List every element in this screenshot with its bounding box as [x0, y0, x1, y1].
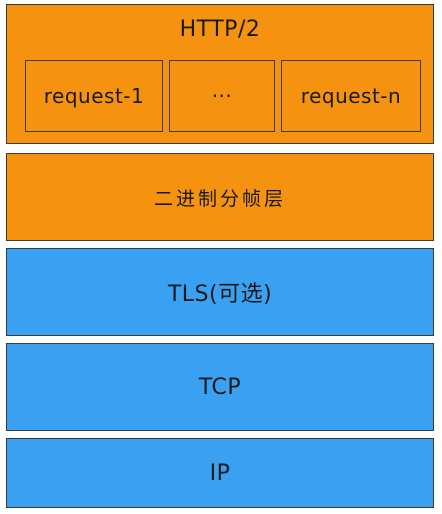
tls-layer: TLS(可选) — [6, 248, 434, 336]
binary-framing-layer: 二进制分帧层 — [6, 153, 434, 241]
request-box: request-n — [281, 60, 421, 132]
request-box: request-1 — [25, 60, 163, 132]
http2-layer: HTTP/2 request-1 ··· request-n — [6, 4, 434, 144]
http2-title: HTTP/2 — [179, 17, 261, 42]
tcp-layer: TCP — [6, 343, 434, 431]
ip-layer: IP — [6, 438, 434, 508]
request-ellipsis-box: ··· — [169, 60, 275, 132]
